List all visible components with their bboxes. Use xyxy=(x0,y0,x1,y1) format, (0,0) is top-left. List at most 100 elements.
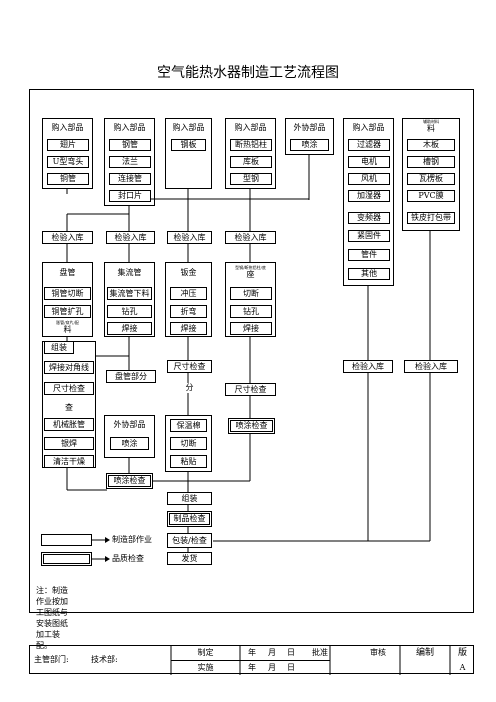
footer-version: 版 xyxy=(457,647,467,658)
coil-step-tiny-bottom: 料 xyxy=(63,325,72,334)
coil-step-tube-expand: 铜管扩孔 xyxy=(44,305,91,318)
legend-quality-label: 品质检查 xyxy=(112,554,144,563)
footer-year-1: 年 xyxy=(248,648,256,657)
outsource-lower-spray: 喷涂 xyxy=(110,437,149,450)
purchase-column-6-header: 购入部品 xyxy=(352,123,385,132)
footer-version-value: A xyxy=(459,663,466,672)
purchase-item-copper-tube: 铜管 xyxy=(47,173,89,185)
sheet-metal-column xyxy=(165,262,212,337)
frame-step-drill: 钻孔 xyxy=(230,305,272,318)
outsource-lower-column xyxy=(104,415,155,458)
frame-process-header-top: 型钢/断热铝柱/底 xyxy=(235,264,266,270)
outsource-item-spray: 喷涂 xyxy=(290,139,329,151)
purchase-column-2 xyxy=(104,118,155,206)
frame-step-weld: 焊接 xyxy=(230,322,272,335)
purchase-item-u-bend: U型弯头 xyxy=(47,156,89,168)
legend-quality-swatch xyxy=(41,552,92,566)
purchase-column-4-header: 购入部品 xyxy=(234,123,267,132)
legend-manufacturing-label: 制造部作业 xyxy=(112,535,152,544)
pack-check: 包装/检查 xyxy=(167,533,212,548)
coil-clean-dry: 清洁干燥 xyxy=(44,455,94,468)
purchase-column-1-header: 购入部品 xyxy=(51,123,84,132)
frame-spray-check: 喷涂检查 xyxy=(228,418,275,434)
purchase-item-flange: 法兰 xyxy=(109,156,151,168)
purchase-item-filter: 过滤器 xyxy=(348,139,390,151)
purchase-item-motor: 电机 xyxy=(348,156,390,168)
footer-approve: 批准 xyxy=(312,648,328,657)
product-check: 制品检查 xyxy=(167,511,212,527)
footer-dept: 主管部门: xyxy=(34,655,69,664)
frame-dim-check: 尺寸检查 xyxy=(225,383,276,396)
sheet-dim-check: 尺寸检查 xyxy=(167,360,212,373)
purchase-column-3-header: 购入部品 xyxy=(172,123,205,132)
coil-silver-braze: 银焊 xyxy=(44,437,94,450)
insulation-column xyxy=(165,415,212,472)
footer-month-2: 月 xyxy=(268,663,276,672)
footer-day-1: 日 xyxy=(287,648,295,657)
purchase-column-1 xyxy=(42,118,93,189)
signoff-table: 主管部门: 技术部: 制定 实施 年 月 日 年 月 日 批准 审核 编制 版 … xyxy=(29,645,474,675)
auxiliary-column-header: 料 xyxy=(427,124,435,133)
footer-year-2: 年 xyxy=(248,663,256,672)
header-step-weld: 焊接 xyxy=(107,322,152,335)
footer-impl: 实施 xyxy=(197,663,214,672)
purchase-column-4 xyxy=(225,118,276,189)
header-process-header: 集流管 xyxy=(117,268,142,277)
outsource-column-header: 外协部品 xyxy=(293,123,326,132)
insulation-step-glue: 粘贴 xyxy=(170,455,207,468)
inspect-box-5: 检验入库 xyxy=(343,360,393,373)
purchase-item-humidifier: 加湿器 xyxy=(348,190,390,202)
page-title: 空气能热水器制造工艺流程图 xyxy=(157,65,339,81)
sheet-fen-label: 分 xyxy=(185,383,194,392)
purchase-item-section-steel: 型钢 xyxy=(230,173,272,185)
inspect-box-2: 检验入库 xyxy=(106,231,155,244)
aux-item-channel-steel: 槽钢 xyxy=(407,156,455,168)
frame-process-column xyxy=(225,262,276,337)
coil-mechanical-expand: 机械胀管 xyxy=(44,418,94,431)
flowchart-frame xyxy=(29,89,474,613)
outsource-lower-header: 外协部品 xyxy=(113,420,146,429)
footer-edit: 编制 xyxy=(415,647,434,658)
legend-manufacturing-swatch xyxy=(41,534,92,546)
aux-item-corrugated-board: 瓦楞板 xyxy=(407,173,455,185)
frame-step-cut: 切断 xyxy=(230,287,272,300)
purchase-item-fastener: 紧固件 xyxy=(348,230,390,242)
signoff-grid xyxy=(170,646,451,675)
footer-tech: 技术部: xyxy=(91,655,118,664)
coil-part-box: 盘管部分 xyxy=(106,370,156,383)
purchase-item-fitting: 管件 xyxy=(348,249,390,261)
sheet-metal-header: 钣金 xyxy=(180,268,197,277)
coil-process-column xyxy=(42,262,93,337)
note-text: 注：制造作业按加工图纸与安装图纸加工装配。 xyxy=(36,586,68,650)
aux-item-pvc-film: PVC膜 xyxy=(407,190,455,202)
outsource-column xyxy=(285,118,334,155)
purchase-column-6 xyxy=(343,118,394,286)
footer-made: 制定 xyxy=(197,648,214,657)
purchase-column-2-header: 购入部品 xyxy=(113,123,146,132)
inspect-box-1: 检验入库 xyxy=(42,231,93,244)
coil-assemble: 组装 xyxy=(44,341,74,354)
coil-check-tail: 查 xyxy=(65,403,73,412)
purchase-item-insulated-aluminum-post: 断热铝柱 xyxy=(230,139,272,151)
purchase-item-fan: 风机 xyxy=(348,173,390,185)
purchase-item-panel: 库板 xyxy=(230,156,272,168)
purchase-item-connector-tube: 连接管 xyxy=(109,173,151,185)
coil-process-header: 盘管 xyxy=(59,268,76,277)
purchase-item-other: 其他 xyxy=(348,268,390,280)
purchase-item-steel-plate: 钢板 xyxy=(171,139,206,151)
inspect-box-4: 检验入库 xyxy=(225,231,276,244)
final-assemble: 组装 xyxy=(167,492,212,505)
header-step-cut: 集流管下料 xyxy=(107,287,152,300)
auxiliary-material-column xyxy=(402,118,460,231)
insulation-step-cut: 切断 xyxy=(170,437,207,450)
sheet-step-stamp: 冲压 xyxy=(170,287,207,300)
header-process-column xyxy=(104,262,155,337)
footer-review: 审核 xyxy=(370,648,386,657)
coil-weld-diagonal: 焊接对角线 xyxy=(44,361,94,374)
footer-month-1: 月 xyxy=(268,648,276,657)
insulation-header: 保温棉 xyxy=(170,419,207,432)
coil-step-tiny-top: 胀管/穿片/配 xyxy=(56,319,79,325)
purchase-column-3 xyxy=(165,118,212,189)
purchase-item-inverter: 变频器 xyxy=(348,212,390,224)
main-spray-check: 喷涂检查 xyxy=(106,473,153,489)
